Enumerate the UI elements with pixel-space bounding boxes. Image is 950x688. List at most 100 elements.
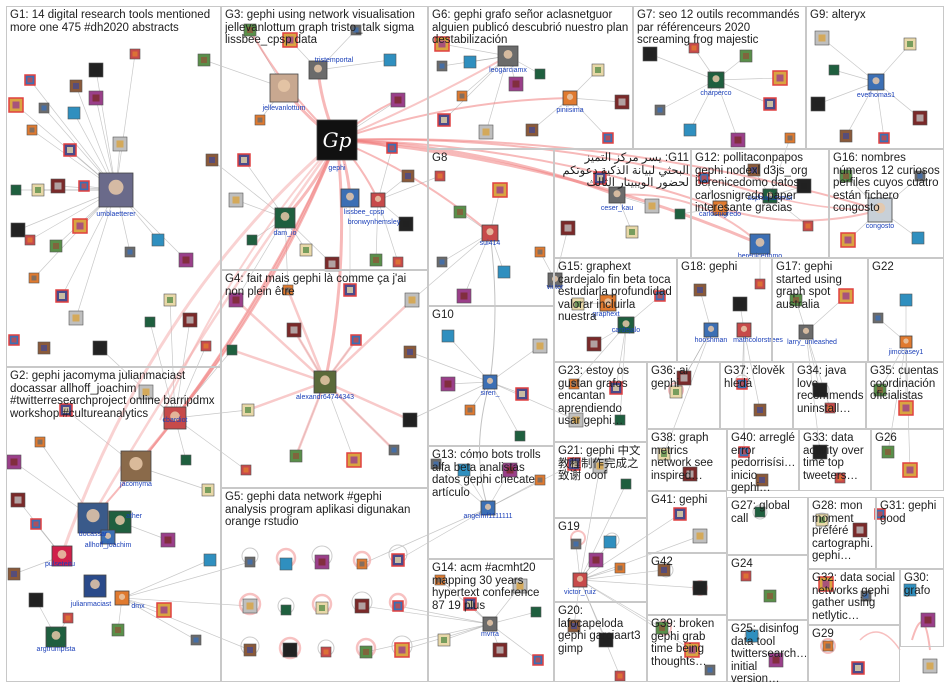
edge <box>485 55 509 133</box>
group-box-g22: G22 <box>868 258 944 362</box>
vertex-avatar-detail <box>167 297 173 303</box>
group-title: G6: gephi grafo señor aclasnetguor algui… <box>432 9 629 47</box>
vertex-avatar-detail <box>394 96 402 104</box>
avatar-face <box>374 195 382 202</box>
group-title: G2: gephi jacomyma julianmaciast docassa… <box>10 370 218 420</box>
vertex-avatar-detail <box>707 667 713 673</box>
edge <box>435 463 489 509</box>
edge <box>169 299 176 419</box>
vertex-label-jellevanlottum: jellevanlottum <box>262 105 306 112</box>
edge <box>174 417 247 471</box>
vertex-avatar-detail <box>571 461 577 467</box>
avatar-face <box>280 212 290 221</box>
vertex-avatar-detail <box>13 187 19 193</box>
vertex-avatar-detail <box>533 609 539 615</box>
vertex-label-argtrumpista: argtrumpista <box>37 646 76 653</box>
avatar-face <box>486 619 494 626</box>
avatar-face <box>118 593 126 600</box>
vertex-avatar-detail <box>41 345 47 351</box>
vertex-avatar-detail <box>63 407 69 413</box>
vertex-label-tristemportal: tristemportal <box>315 57 354 64</box>
edge <box>115 53 136 191</box>
vertex-avatar-detail <box>71 110 77 116</box>
vertex-avatar-detail <box>27 237 33 243</box>
edge <box>377 175 441 201</box>
edge <box>659 79 717 111</box>
vertex-label-carlosnigredo: carlosnigredo <box>699 211 741 218</box>
vertex-avatar-detail <box>283 561 289 567</box>
vertex-avatar-detail <box>241 157 247 163</box>
vertex-label-evethomas1: evethomas1 <box>857 92 895 99</box>
vertex-avatar-detail <box>657 107 663 113</box>
edge <box>397 605 491 625</box>
group-title: G3: gephi using network visualisation je… <box>225 9 419 47</box>
vertex-avatar-detail <box>14 496 22 504</box>
vertex-avatar-detail <box>328 260 336 268</box>
vertex-avatar-detail <box>437 577 443 583</box>
group-title: G20: lafocapeloda gephi garciaart3 gimp <box>558 605 644 655</box>
edge <box>29 79 117 191</box>
avatar-face <box>57 550 67 559</box>
group-box-g12: G12: pollitaconpapos gephi nodexl d3js_o… <box>691 149 829 258</box>
vertex-label-lissbee_cpsp: lissbee_cpsp <box>344 209 385 216</box>
vertex-avatar-detail <box>818 34 826 42</box>
group-box-g41: G41: gephi <box>647 491 727 553</box>
edge <box>487 463 575 509</box>
vertex-avatar-detail <box>629 229 635 235</box>
vertex-avatar-detail <box>127 249 133 255</box>
edge <box>489 611 537 625</box>
group-box-g37: G37: člověk hledá <box>720 362 793 429</box>
vertex-avatar-detail <box>395 603 401 609</box>
edge <box>286 289 327 383</box>
group-title: G40: arreglé error pedorrisísi… inicio g… <box>731 432 796 495</box>
vertex-label-docassar: docassar <box>79 531 108 538</box>
vertex-avatar-detail <box>207 557 213 563</box>
vertex-avatar-detail <box>186 316 194 324</box>
group-box-g18: G18: gephi <box>677 258 772 362</box>
vertex-avatar-detail <box>618 98 626 106</box>
group-box-g8: G8 <box>428 149 554 306</box>
vertex-avatar-detail <box>457 209 463 215</box>
vertex-avatar-detail <box>605 135 611 141</box>
edge <box>769 195 881 211</box>
vertex-avatar-detail <box>501 269 507 275</box>
vertex-avatar-detail <box>53 243 59 249</box>
group-title: G13: cómo bots trolls alfa beta analista… <box>432 449 544 499</box>
vertex-avatar-detail <box>827 405 833 411</box>
edge <box>247 380 326 412</box>
vertex-label-mvrra: mvrra <box>481 631 499 638</box>
edge <box>887 341 907 453</box>
avatar-face <box>566 93 574 100</box>
avatar-face <box>622 320 630 328</box>
vertex-avatar-detail <box>363 649 369 655</box>
avatar-face <box>503 50 513 59</box>
edge <box>149 321 176 419</box>
vertex-label-larry_unleashed: larry_unleashed <box>787 339 837 346</box>
edge <box>61 189 117 297</box>
vertex-avatar-detail <box>736 300 744 308</box>
vertex-label-bronwynhemsley: bronwynhemsley <box>348 219 401 226</box>
vertex-avatar-detail <box>677 511 683 517</box>
vertex-avatar-detail <box>398 646 406 654</box>
vertex-avatar-detail <box>805 223 811 229</box>
group-title: G14: acm #acmht20 mapping 30 years hyper… <box>432 562 543 612</box>
avatar-face <box>903 338 909 344</box>
edge <box>463 232 491 297</box>
group-title: G33: data activity over time top tweeter… <box>803 432 867 482</box>
vertex-avatar-detail <box>437 173 443 179</box>
vertex-avatar-detail <box>283 607 289 613</box>
vertex-avatar-detail <box>459 93 465 99</box>
vertex-avatar-detail <box>11 337 17 343</box>
avatar-face <box>613 190 621 198</box>
edge <box>719 207 881 222</box>
edge <box>879 341 907 391</box>
vertex-avatar-detail <box>646 50 654 58</box>
vertex-avatar-detail <box>247 647 253 653</box>
edge <box>859 631 901 651</box>
group-title: G36: ai gephi <box>651 365 692 390</box>
group-title: G26 <box>875 432 897 444</box>
group-box-g4: G4: fait mais gephi là comme ça j'ai non… <box>221 270 428 488</box>
group-title: G41: gephi <box>651 494 708 506</box>
vertex-avatar-detail <box>749 633 755 639</box>
group-title: G25: disinfog data tool twittersearch… i… <box>731 623 806 686</box>
